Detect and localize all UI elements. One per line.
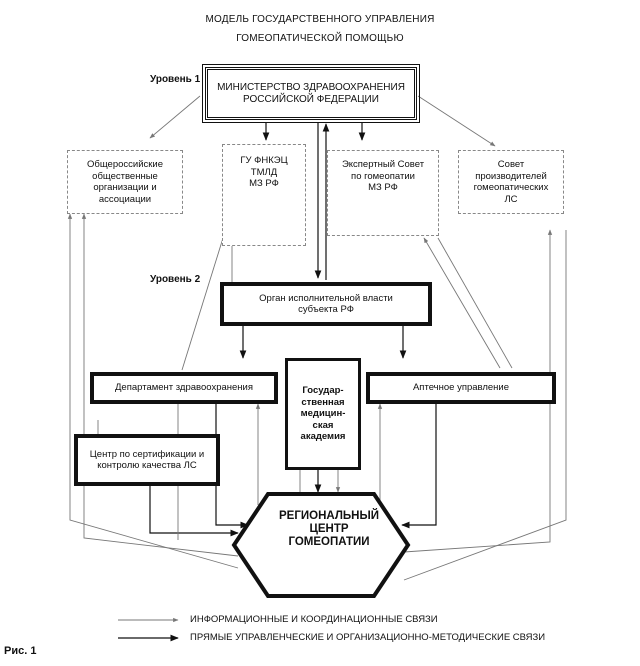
- health-to-center: [215, 404, 249, 529]
- diagram-title: МОДЕЛЬ ГОСУДАРСТВЕННОГО УПРАВЛЕНИЯ ГОМЕО…: [205, 14, 435, 44]
- medical-academy-box: Государ- ственная медицин- ская академия: [285, 358, 361, 470]
- ministry-to-producers: [417, 95, 496, 147]
- regional-center-hexagon: [231, 492, 411, 598]
- level-1-label: Уровень 1: [150, 74, 201, 85]
- public-cert: [67, 213, 239, 569]
- pharmacy-to-center: [401, 404, 437, 529]
- legend-direct-label: ПРЯМЫЕ УПРАВЛЕНЧЕСКИЕ И ОРГАНИЗАЦИОННО-М…: [190, 632, 546, 643]
- pharmacy-to-expert: [423, 237, 501, 369]
- producers-cert-b: [403, 230, 567, 581]
- expert-pharmacy-b: [437, 237, 513, 369]
- certification-center-box: Центр по сертификации и контролю качеств…: [74, 434, 220, 486]
- ministry-to-public: [149, 95, 201, 139]
- producers-council-box: Совет производителей гомеопатических ЛС: [458, 150, 564, 214]
- level-2-label: Уровень 2: [150, 274, 201, 285]
- figure-caption: Рис. 1: [4, 645, 37, 657]
- pharmacy-department-box: Аптечное управление: [366, 372, 556, 404]
- ministry-box: МИНИСТЕРСТВО ЗДРАВООХРАНЕНИЯ РОССИЙСКОЙ …: [202, 64, 420, 123]
- producers-to-center: [403, 229, 553, 553]
- health-department-box: Департамент здравоохранения: [90, 372, 278, 404]
- public-to-center: [81, 213, 239, 557]
- executive-authority-box: Орган исполнительной власти субъекта РФ: [220, 282, 432, 326]
- public-orgs-box: Общероссийские общественные организации …: [67, 150, 183, 214]
- gu-fnkec-box: ГУ ФНКЭЦ ТМЛД МЗ РФ: [222, 144, 306, 246]
- expert-council-box: Экспертный Совет по гомеопатии МЗ РФ: [327, 150, 439, 236]
- cert-to-center: [149, 486, 239, 537]
- regional-center-label: РЕГИОНАЛЬНЫЙ ЦЕНТР ГОМЕОПАТИИ: [279, 510, 379, 548]
- health-to-gu: [181, 221, 229, 371]
- legend-info-label: ИНФОРМАЦИОННЫЕ И КООРДИНАЦИОННЫЕ СВЯЗИ: [190, 614, 438, 625]
